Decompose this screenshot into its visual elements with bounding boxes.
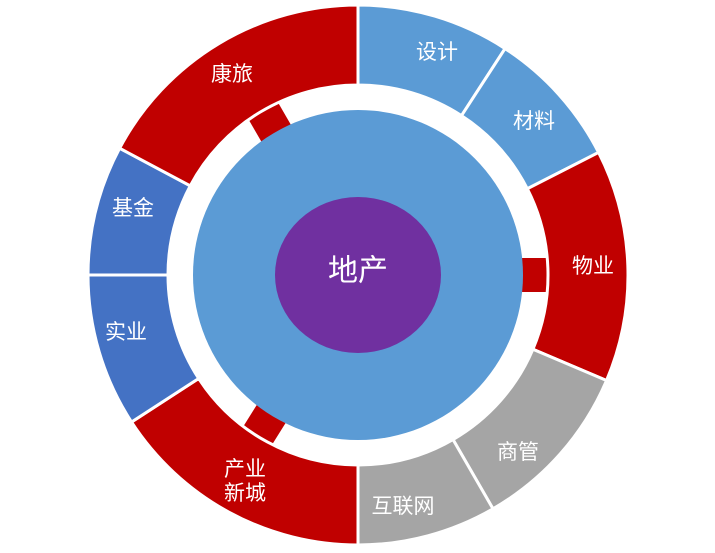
segment-label-7: 实业: [105, 320, 147, 344]
core-circle: [275, 197, 441, 353]
segment-label-5: 互联网: [372, 494, 435, 518]
segment-label-2: 材料: [513, 109, 555, 133]
segment-label-line: 产业: [224, 457, 266, 481]
segment-label-9: 康旅: [211, 62, 253, 86]
segment-label-6: 产业新城: [224, 457, 266, 505]
ring-segment-9: [117, 3, 360, 188]
segment-label-3: 物业: [572, 254, 614, 278]
segment-label-line: 新城: [224, 481, 266, 505]
segment-label-8: 基金: [112, 196, 154, 220]
segment-label-1: 设计: [416, 40, 458, 64]
segment-label-4: 商管: [497, 440, 539, 464]
outer-ring: [86, 3, 630, 547]
core-label: 地产: [328, 254, 388, 289]
